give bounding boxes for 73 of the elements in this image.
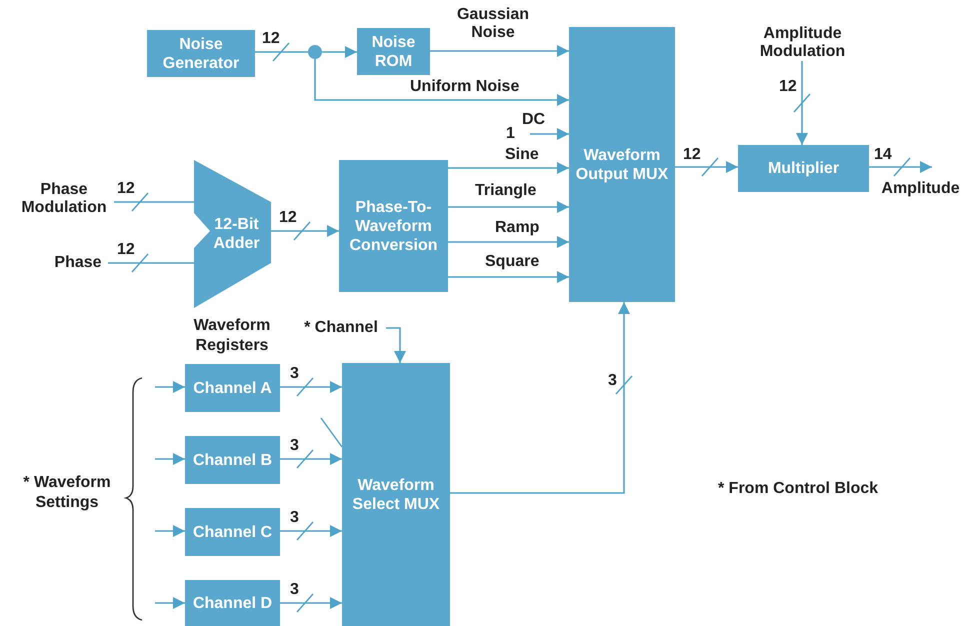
output-label: Amplitude (881, 180, 960, 198)
signal-arrow (322, 46, 357, 58)
signal-arrow (280, 597, 342, 609)
edge-label: 12 (683, 146, 701, 164)
edge-label: DC (522, 111, 546, 129)
group-label: * Waveform Settings (22, 473, 112, 513)
edge-label: 3 (290, 437, 299, 455)
edge-label: 12 (262, 30, 280, 48)
edge-label: 12 (779, 78, 797, 96)
block-label: 12-Bit Adder (212, 215, 261, 253)
edge-label: 3 (290, 365, 299, 383)
block-label: Channel C (192, 522, 274, 542)
block-label: Noise ROM (370, 32, 416, 70)
group-heading: Waveform Registers (192, 316, 272, 356)
edge-label: Triangle (475, 182, 536, 200)
signal-arrow (450, 302, 630, 494)
process-box (357, 28, 430, 75)
signal-arrow (869, 161, 932, 173)
edge-label: Sine (505, 146, 539, 164)
adder-shape (194, 160, 271, 308)
signal-arrow (430, 45, 569, 57)
mux-box (342, 363, 450, 626)
input-label: Phase Modulation (20, 181, 108, 217)
signal-arrow (271, 225, 339, 237)
footnote: * From Control Block (718, 479, 880, 499)
signal-arrow (280, 453, 342, 465)
edge-label: 3 (290, 509, 299, 527)
block-label: Noise Generator (162, 34, 240, 72)
signal-arrow (796, 61, 808, 145)
block-label: Waveform Select MUX (351, 476, 441, 514)
control-label: * Channel (304, 319, 378, 337)
register-box (185, 436, 280, 484)
block-label: Channel D (192, 594, 274, 612)
signal-arrow (155, 381, 185, 393)
input-label: Amplitude Modulation (758, 25, 846, 61)
signal-arrow (530, 128, 569, 140)
signal-arrow (280, 525, 342, 537)
input-label: Phase (54, 254, 102, 272)
block-label: Phase-To-Waveform Conversion (348, 198, 438, 254)
register-box (185, 508, 280, 556)
process-box (339, 160, 448, 292)
block-label: Multiplier (766, 159, 840, 178)
edge-label: 3 (290, 581, 299, 599)
register-box (185, 364, 280, 412)
junction-dot (308, 45, 322, 59)
signal-arrow (675, 161, 738, 173)
block-label: Channel A (192, 378, 273, 398)
edge-label: Ramp (495, 219, 540, 237)
signal-arrow (448, 201, 569, 213)
process-box (147, 30, 255, 77)
process-box (738, 145, 869, 192)
signal-arrow (155, 453, 185, 465)
block-label: Channel B (192, 450, 274, 470)
signal-arrow (155, 525, 185, 537)
signal-arrow (155, 597, 185, 609)
signal-arrow (314, 59, 569, 106)
edge-label: 12 (117, 241, 135, 259)
signal-arrow (386, 327, 406, 363)
edge-label: Square (485, 253, 540, 271)
edge-label: Uniform Noise (410, 78, 520, 96)
signal-arrow (448, 236, 569, 248)
signal-arrow (448, 162, 569, 174)
bus-width-label: 1 (506, 124, 516, 144)
register-box (185, 580, 280, 626)
edge-label: 12 (279, 209, 297, 227)
edge-label: 14 (874, 146, 892, 164)
mux-box (569, 27, 675, 302)
edge-label: Gaussian Noise (456, 6, 530, 42)
block-label: Waveform Output MUX (574, 146, 670, 184)
signal-arrow (280, 381, 342, 393)
edge-label: 12 (117, 180, 135, 198)
edge-label: 3 (608, 372, 617, 390)
signal-arrow (448, 271, 569, 283)
